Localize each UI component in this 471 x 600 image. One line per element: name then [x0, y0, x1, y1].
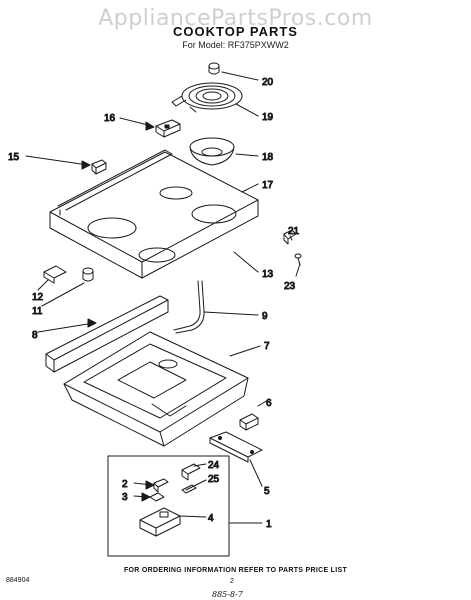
callout-21: 21: [288, 226, 300, 237]
callout-5: 5: [264, 486, 270, 497]
part-21-screw-clip: [283, 229, 297, 245]
part-6-block: [239, 413, 259, 431]
model-subtitle: For Model: RF375PXWW2: [182, 40, 289, 50]
callout-13: 13: [262, 269, 274, 280]
diagram-title: COOKTOP PARTS: [173, 24, 298, 39]
part-24-switch: [181, 463, 201, 481]
part-8-front-panel: [45, 295, 169, 373]
callout-1: 1: [266, 519, 272, 530]
part-16-terminal-block: [155, 119, 181, 138]
part-15-bracket: [91, 159, 107, 175]
page-number: 2: [230, 578, 234, 585]
part-5-bracket: [209, 431, 263, 463]
part-18-drip-bowl: [189, 137, 235, 166]
part-20-element-cap: [208, 62, 220, 75]
part-2-switch-terminal: [153, 478, 169, 493]
leader-lines: [25, 71, 301, 524]
callout-24: 24: [208, 460, 220, 471]
callout-12: 12: [32, 292, 44, 303]
watermark-text: AppliancePartsPros.com: [98, 6, 373, 31]
callout-19: 19: [262, 112, 274, 123]
callout-9: 9: [262, 311, 268, 322]
part-19-surface-element: [171, 82, 243, 113]
infinite-switch-subassembly-frame: [107, 455, 230, 557]
callout-6: 6: [266, 398, 272, 409]
callout-3: 3: [122, 492, 128, 503]
callout-25: 25: [208, 474, 220, 485]
callout-7: 7: [264, 341, 270, 352]
ordering-note: FOR ORDERING INFORMATION REFER TO PARTS …: [123, 567, 348, 574]
callout-4: 4: [208, 513, 214, 524]
part-4-infinite-switch: [139, 507, 181, 537]
part-13-cooktop: [49, 149, 259, 279]
callout-20: 20: [262, 77, 274, 88]
part-11-spacer: [82, 267, 94, 282]
callout-11: 11: [32, 306, 43, 317]
part-3-clip: [149, 492, 165, 502]
document-code: 884904: [6, 577, 30, 584]
callout-8: 8: [32, 330, 38, 341]
part-23-screw: [294, 253, 302, 266]
callout-23: 23: [284, 281, 296, 292]
callout-17: 17: [262, 180, 274, 191]
part-7-burner-box: [63, 331, 249, 447]
callout-16: 16: [104, 113, 116, 124]
callout-18: 18: [262, 152, 274, 163]
part-12-clip: [43, 265, 67, 284]
handwritten-mark: 885-8-7: [212, 590, 243, 599]
callout-2: 2: [122, 479, 128, 490]
callout-15: 15: [8, 152, 20, 163]
part-9-support-rod: [173, 280, 205, 334]
